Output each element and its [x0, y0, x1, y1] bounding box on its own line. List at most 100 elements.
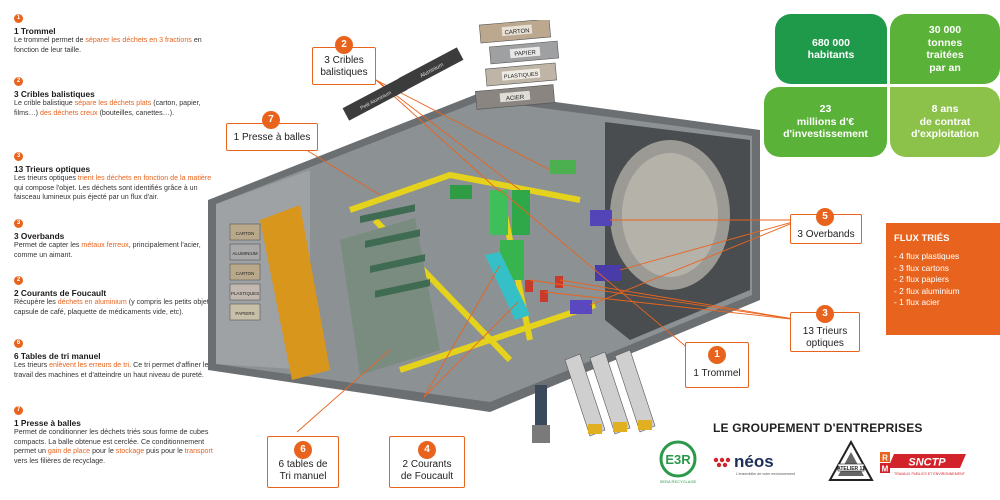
neos-logo-text: néos: [734, 452, 774, 471]
optical-sorter-units: [525, 276, 563, 302]
legend-number-badge: 6: [14, 339, 23, 348]
legend-text: Le crible balistique: [14, 99, 75, 107]
legend-title: 1 Trommel: [14, 26, 56, 36]
callout-text: Tri manuel: [279, 471, 327, 482]
bale-aluminium: Aluminium: [398, 47, 464, 91]
flux-list: - 4 flux plastiques - 3 flux cartons - 2…: [894, 251, 992, 309]
overband-machines: [570, 210, 621, 314]
legend-text: pour le: [90, 447, 116, 456]
bale-label: CARTON: [236, 271, 255, 276]
legend-highlight-text: déchets en aluminium: [57, 298, 127, 306]
sncf-logo-text: SNCTP: [908, 457, 946, 469]
bale-carton: CARTON: [479, 20, 551, 44]
stat-value: 30 000: [928, 24, 962, 36]
flux-item: - 2 flux papiers: [894, 274, 949, 284]
sorting-tables: [360, 204, 430, 298]
stat-label: d'exploitation: [911, 128, 979, 141]
atelier-11-logo: ATELIER 11: [828, 439, 874, 488]
legend-number-badge: 3: [14, 152, 23, 161]
e3r-logo-text: E3R: [665, 452, 691, 467]
legend-title: 3 Overbands: [14, 231, 65, 241]
stat-label: de contrat: [919, 115, 971, 128]
legend-text: puis pour le: [144, 447, 185, 456]
callout-text: 13 Trieurs: [802, 326, 848, 337]
stat-label: millions d'€: [796, 115, 855, 128]
legend-number-badge: 3: [14, 219, 23, 228]
stat-label: par an: [929, 61, 961, 74]
legend-item-trieurs: 3 13 Trieurs optiques Les trieurs optiqu…: [14, 152, 219, 203]
legend-highlight-text: sépare les déchets plats: [74, 99, 152, 107]
bale-acier: ACIER: [475, 84, 555, 110]
neos-logo-subtitle: L'ensemblier de votre environnement: [736, 472, 795, 476]
legend-item-trommel: 1 1 Trommel Le trommel permet de séparer…: [14, 14, 219, 55]
bale-icons: CARTON PAPIER PLASTIQUES ACIER Aluminium…: [342, 20, 559, 121]
bale-label: ALUMINIUM: [232, 251, 258, 256]
callout-leader-lines: [289, 79, 790, 433]
flux-item: - 3 flux cartons: [894, 262, 949, 273]
legend-highlight-text: métaux ferreux: [81, 241, 129, 249]
callout-tri-manuel: 6 tables de Tri manuel: [267, 436, 339, 488]
callout-badge-6: 6: [294, 441, 312, 459]
legend-highlight-text: gain de place: [47, 447, 91, 456]
flux-title: FLUX TRIÉS: [894, 233, 950, 244]
legend-description: Les trieurs optiques trient les déchets …: [14, 174, 219, 203]
e3r-logo-subtitle: SERA RECYCLAGE: [660, 479, 697, 484]
bale-carton-label: CARTON: [504, 28, 530, 36]
legend-text: Récupère les: [14, 298, 58, 306]
legend-number-badge: 2: [14, 77, 23, 86]
truck-trailers: [564, 349, 656, 437]
stat-value: 8 ans: [931, 103, 959, 116]
legend-description: Permet de capter les métaux ferreux, pri…: [14, 241, 219, 260]
flux-tries-box: FLUX TRIÉS - 4 flux plastiques - 3 flux …: [886, 223, 1000, 335]
legend-text: (y compris les petits objets : capsule d…: [14, 298, 217, 316]
legend-number-badge: 7: [14, 406, 23, 415]
legend-text: , principalement l'acier, comme un aiman…: [14, 241, 201, 259]
legend-item-presse: 7 1 Presse à balles Permet de conditionn…: [14, 406, 219, 466]
legend-description: Permet de conditionner les déchets triés…: [14, 428, 219, 466]
callout-text: 6 tables de: [278, 459, 328, 470]
callout-badge-5: 5: [816, 208, 834, 226]
callout-text: 1 Presse à balles: [233, 132, 311, 143]
legend-title: 2 Courants de Foucault: [14, 288, 107, 298]
bale-plastiques: PLASTIQUES: [485, 62, 557, 87]
legend-text: Les trieurs: [14, 361, 50, 369]
legend-item-overbands: 3 3 Overbands Permet de capter les métau…: [14, 219, 219, 260]
sncf-tp-logo: R M SNCTP TRAVAUX PUBLICS ET ENVIRONNEME…: [880, 450, 990, 480]
callout-badge-3: 3: [816, 305, 834, 323]
callout-badge-7: 7: [262, 111, 280, 129]
legend-highlight-text: trient les déchets en fonction de la mat…: [77, 174, 212, 182]
legend-description: Le crible balistique sépare les déchets …: [14, 99, 219, 118]
legend-text: Les trieurs optiques: [14, 174, 78, 182]
legend-highlight-text: séparer les déchets en 3 fractions: [85, 36, 192, 44]
eddy-current-conveyor: [485, 252, 530, 320]
legend-description: Les trieurs enlèvent les erreurs de tri.…: [14, 361, 219, 380]
callout-text: 3 Cribles: [324, 55, 364, 66]
legend-text: vers les filières de recyclage.: [14, 456, 106, 465]
legend-text: qui compose l'objet. Les déchets sont id…: [14, 183, 198, 202]
legend-item-foucault: 2 2 Courants de Foucault Récupère les dé…: [14, 276, 219, 317]
callout-text: balistiques: [320, 67, 368, 78]
flux-item: - 1 flux acier: [894, 297, 940, 307]
group-title: LE GROUPEMENT D'ENTREPRISES: [713, 421, 923, 435]
flux-item: - 2 flux aluminium: [894, 285, 960, 296]
callout-text: 2 Courants: [402, 459, 452, 470]
legend-title: 6 Tables de tri manuel: [14, 351, 101, 361]
legend-number-badge: 1: [14, 14, 23, 23]
stat-label: habitants: [807, 49, 855, 61]
sncf-logo-subtitle: TRAVAUX PUBLICS ET ENVIRONNEMENT: [894, 472, 966, 476]
legend-text: (bouteilles, canettes…).: [97, 108, 175, 117]
sncf-logo-r: R: [882, 454, 888, 463]
legend-title: 1 Presse à balles: [14, 418, 81, 428]
bale-label: CARTON: [236, 231, 255, 236]
bale-acier-label: ACIER: [506, 95, 525, 103]
e3r-logo: E3R SERA RECYCLAGE: [655, 440, 701, 486]
legend-highlight-text: transport: [184, 447, 213, 456]
legend-description: Récupère les déchets en aluminium (y com…: [14, 298, 219, 317]
stat-value: 23: [819, 103, 832, 116]
callout-trommel: 1 Trommel: [685, 342, 749, 388]
legend-highlight-text: enlèvent les erreurs de tri: [49, 361, 130, 369]
legend-text: en fonction de leur taille.: [14, 36, 202, 54]
